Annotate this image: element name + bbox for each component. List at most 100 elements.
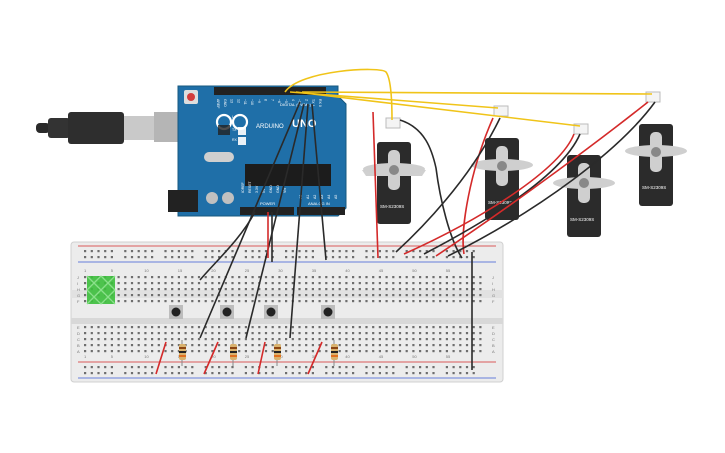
bb-hole [211, 288, 214, 291]
bb-hole [445, 250, 448, 253]
bb-hole [479, 332, 482, 335]
bb-hole [378, 288, 381, 291]
wires [155, 68, 656, 375]
bb-hole [392, 350, 395, 353]
bb-hole [177, 372, 180, 375]
bb-hole [264, 250, 268, 253]
bb-hole [218, 276, 221, 279]
bb-hole [191, 372, 194, 375]
digital-pin-label: 8 [264, 99, 268, 101]
bb-hole [238, 338, 241, 341]
bb-hole [251, 366, 254, 369]
bb-hole [298, 338, 301, 341]
bb-hole [365, 288, 368, 291]
wire-red [155, 341, 167, 375]
bb-hole [130, 256, 134, 259]
power-header [240, 207, 294, 215]
bb-row-letter: D [77, 331, 80, 336]
bb-hole [365, 344, 368, 347]
bb-hole [144, 300, 147, 303]
push-button[interactable] [264, 305, 278, 319]
bb-hole [425, 276, 428, 279]
bb-hole [365, 326, 368, 329]
bb-hole [84, 288, 87, 291]
bb-hole [318, 294, 321, 297]
bb-hole [264, 276, 268, 279]
bb-hole [305, 288, 308, 291]
bb-hole [439, 326, 442, 329]
bb-hole [144, 332, 147, 335]
bb-hole [110, 366, 113, 369]
bb-hole [285, 256, 288, 259]
bb-hole [385, 250, 388, 253]
push-button[interactable] [169, 305, 183, 319]
digital-pin-label: ~11 [243, 99, 247, 105]
bb-hole [338, 344, 341, 347]
digital-pin-label: 12 [236, 99, 240, 103]
bb-hole [419, 294, 422, 297]
wire-yellow [295, 91, 581, 127]
bb-hole [90, 338, 93, 341]
bb-hole [264, 366, 268, 369]
push-button[interactable] [321, 305, 335, 319]
bb-hole [130, 288, 134, 291]
bb-hole [264, 300, 268, 303]
bb-hole [171, 350, 174, 353]
bb-hole [251, 338, 254, 341]
bb-hole [311, 338, 314, 341]
bb-hole [352, 338, 355, 341]
bb-hole [298, 366, 301, 369]
bb-hole [345, 326, 348, 329]
bb-hole [459, 256, 462, 259]
bb-hole [425, 256, 428, 259]
bb-hole [84, 256, 87, 259]
bb-hole [291, 350, 294, 353]
servo-label: SM-S2309S [570, 217, 594, 222]
bb-hole [298, 294, 301, 297]
bb-hole [151, 326, 154, 329]
bb-hole [291, 282, 294, 285]
bb-hole [197, 344, 201, 347]
analog-pin-label: A4 [327, 195, 331, 199]
servo-label: SM-S2309S [380, 204, 404, 209]
bb-hole [425, 366, 428, 369]
bb-hole [311, 366, 314, 369]
bb-hole [258, 300, 261, 303]
bb-hole [84, 366, 87, 369]
resistor [331, 340, 338, 366]
bb-hole [285, 350, 288, 353]
bb-hole [378, 366, 381, 369]
wire-red [257, 341, 266, 375]
bb-hole [258, 294, 261, 297]
digital-pin-label: ~9 [257, 99, 261, 103]
push-button[interactable] [220, 305, 234, 319]
bb-hole [291, 288, 294, 291]
bb-hole [445, 294, 448, 297]
bb-hole [211, 256, 214, 259]
bb-hole [130, 350, 134, 353]
bb-hole [238, 350, 241, 353]
bb-hole [372, 300, 375, 303]
bb-hole [285, 276, 288, 279]
bb-hole [338, 300, 341, 303]
bb-hole [285, 288, 288, 291]
digital-pin-label: 13 [230, 99, 234, 103]
bb-hole [452, 282, 455, 285]
bb-hole [124, 332, 127, 335]
bb-hole [365, 250, 368, 253]
led-label-rx: RX [232, 138, 238, 142]
bb-hole [465, 288, 469, 291]
bb-hole [258, 350, 261, 353]
bb-hole [325, 366, 328, 369]
bb-row-letter: C [492, 337, 495, 342]
bb-hole [244, 338, 247, 341]
bb-hole [285, 332, 288, 335]
bb-hole [378, 294, 381, 297]
bb-hole [97, 338, 100, 341]
bb-hole [244, 372, 247, 375]
bb-hole [238, 300, 241, 303]
bb-hole [137, 338, 140, 341]
bb-hole [298, 372, 301, 375]
bb-hole [432, 350, 435, 353]
digital-pin-label: 7 [270, 99, 274, 101]
